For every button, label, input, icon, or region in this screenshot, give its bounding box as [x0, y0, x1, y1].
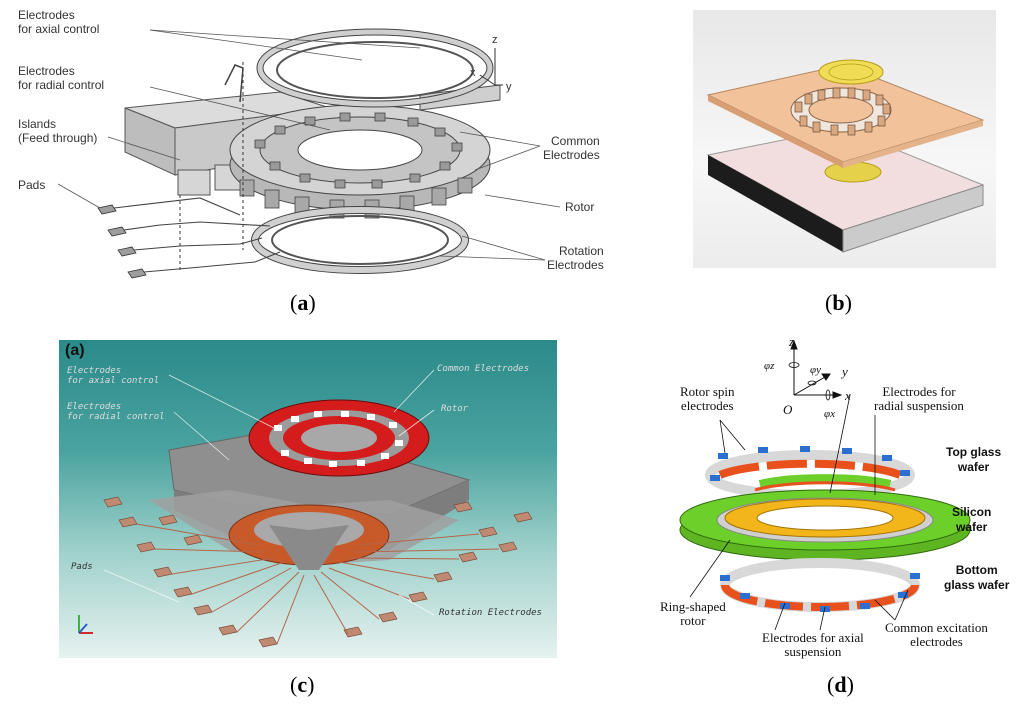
panel-c-radial-line2: for radial control: [67, 412, 165, 422]
label-radial-line2: for radial control: [18, 78, 105, 92]
label-rotation-line1: Rotation: [559, 244, 604, 258]
caption-c: (c): [290, 672, 315, 697]
bottom-glass-line1: Bottom: [955, 563, 998, 577]
axis-o-d: O: [783, 402, 793, 417]
axis-x-d: x: [845, 388, 851, 403]
axis-phiz-d: φz: [764, 360, 775, 372]
label-pads: Pads: [18, 178, 46, 192]
radial-susp-line2: radial suspension: [874, 398, 964, 413]
label-rotation-line2: Electrodes: [547, 258, 604, 272]
axis-z-d: z: [789, 334, 795, 349]
rotor-spin-line1: Rotor spin: [680, 384, 735, 399]
panel-d-drawing: [679, 339, 971, 631]
label-islands-line1: Islands: [18, 117, 57, 131]
axis-x-label: x: [470, 67, 476, 79]
panel-c-tag: (a): [65, 342, 85, 359]
common-exc-line1: Common excitation: [885, 620, 988, 635]
panel-b: [693, 10, 996, 268]
panel-c-label-pads: Pads: [71, 562, 93, 572]
panel-c-axial-line1: Electrodes: [67, 366, 122, 376]
label-axial-line2: for axial control: [18, 22, 100, 36]
axis-y-d: y: [842, 364, 848, 379]
caption-a-letter: a: [297, 290, 309, 315]
panel-c-label-rotation: Rotation Electrodes: [439, 608, 542, 618]
panel-c-label-common: Common Electrodes: [437, 364, 530, 374]
axis-phiy-d: φy: [810, 364, 821, 376]
label-common-line2: Electrodes: [543, 148, 600, 162]
caption-a: (a): [290, 290, 316, 315]
label-radial-line1: Electrodes: [18, 64, 75, 78]
top-glass-line2: wafer: [957, 460, 990, 474]
panel-b-drawing: [706, 59, 985, 253]
ring-rotor-line2: rotor: [680, 613, 706, 628]
radial-susp-line1: Electrodes for: [882, 384, 956, 399]
axis-y-label: y: [506, 81, 512, 93]
silicon-line1: Silicon: [952, 505, 992, 519]
label-axial-line1: Electrodes: [18, 8, 75, 22]
axis-z-label: z: [492, 34, 498, 46]
panel-c-axial-line2: for axial control: [67, 376, 160, 386]
axial-susp-line1: Electrodes for axial: [762, 630, 864, 645]
label-rotor: Rotor: [565, 200, 595, 214]
rotor-spin-line2: electrodes: [680, 398, 734, 413]
top-glass-line1: Top glass: [946, 445, 1002, 459]
caption-c-letter: c: [297, 672, 308, 697]
label-common-line1: Common: [551, 134, 600, 148]
panel-a-drawing: [57, 28, 561, 279]
panel-c-label-rotor: Rotor: [441, 404, 469, 414]
silicon-line2: wafer: [955, 520, 988, 534]
label-islands-line2: (Feed through): [18, 131, 98, 145]
panel-c-drawing: [78, 369, 533, 648]
ring-rotor-line1: Ring-shaped: [660, 599, 726, 614]
panel-c-radial-line1: Electrodes: [67, 402, 122, 412]
caption-d-letter: d: [834, 672, 847, 697]
label-islands: Islands(Feed through): [18, 117, 97, 145]
bottom-glass-line2: glass wafer: [944, 578, 1010, 592]
axis-phix-d: φx: [824, 408, 835, 420]
caption-b-letter: b: [832, 290, 845, 315]
caption-d: (d): [827, 672, 854, 697]
axial-susp-line2: suspension: [784, 644, 842, 659]
common-exc-line2: electrodes: [910, 634, 963, 649]
caption-b: (b): [825, 290, 852, 315]
